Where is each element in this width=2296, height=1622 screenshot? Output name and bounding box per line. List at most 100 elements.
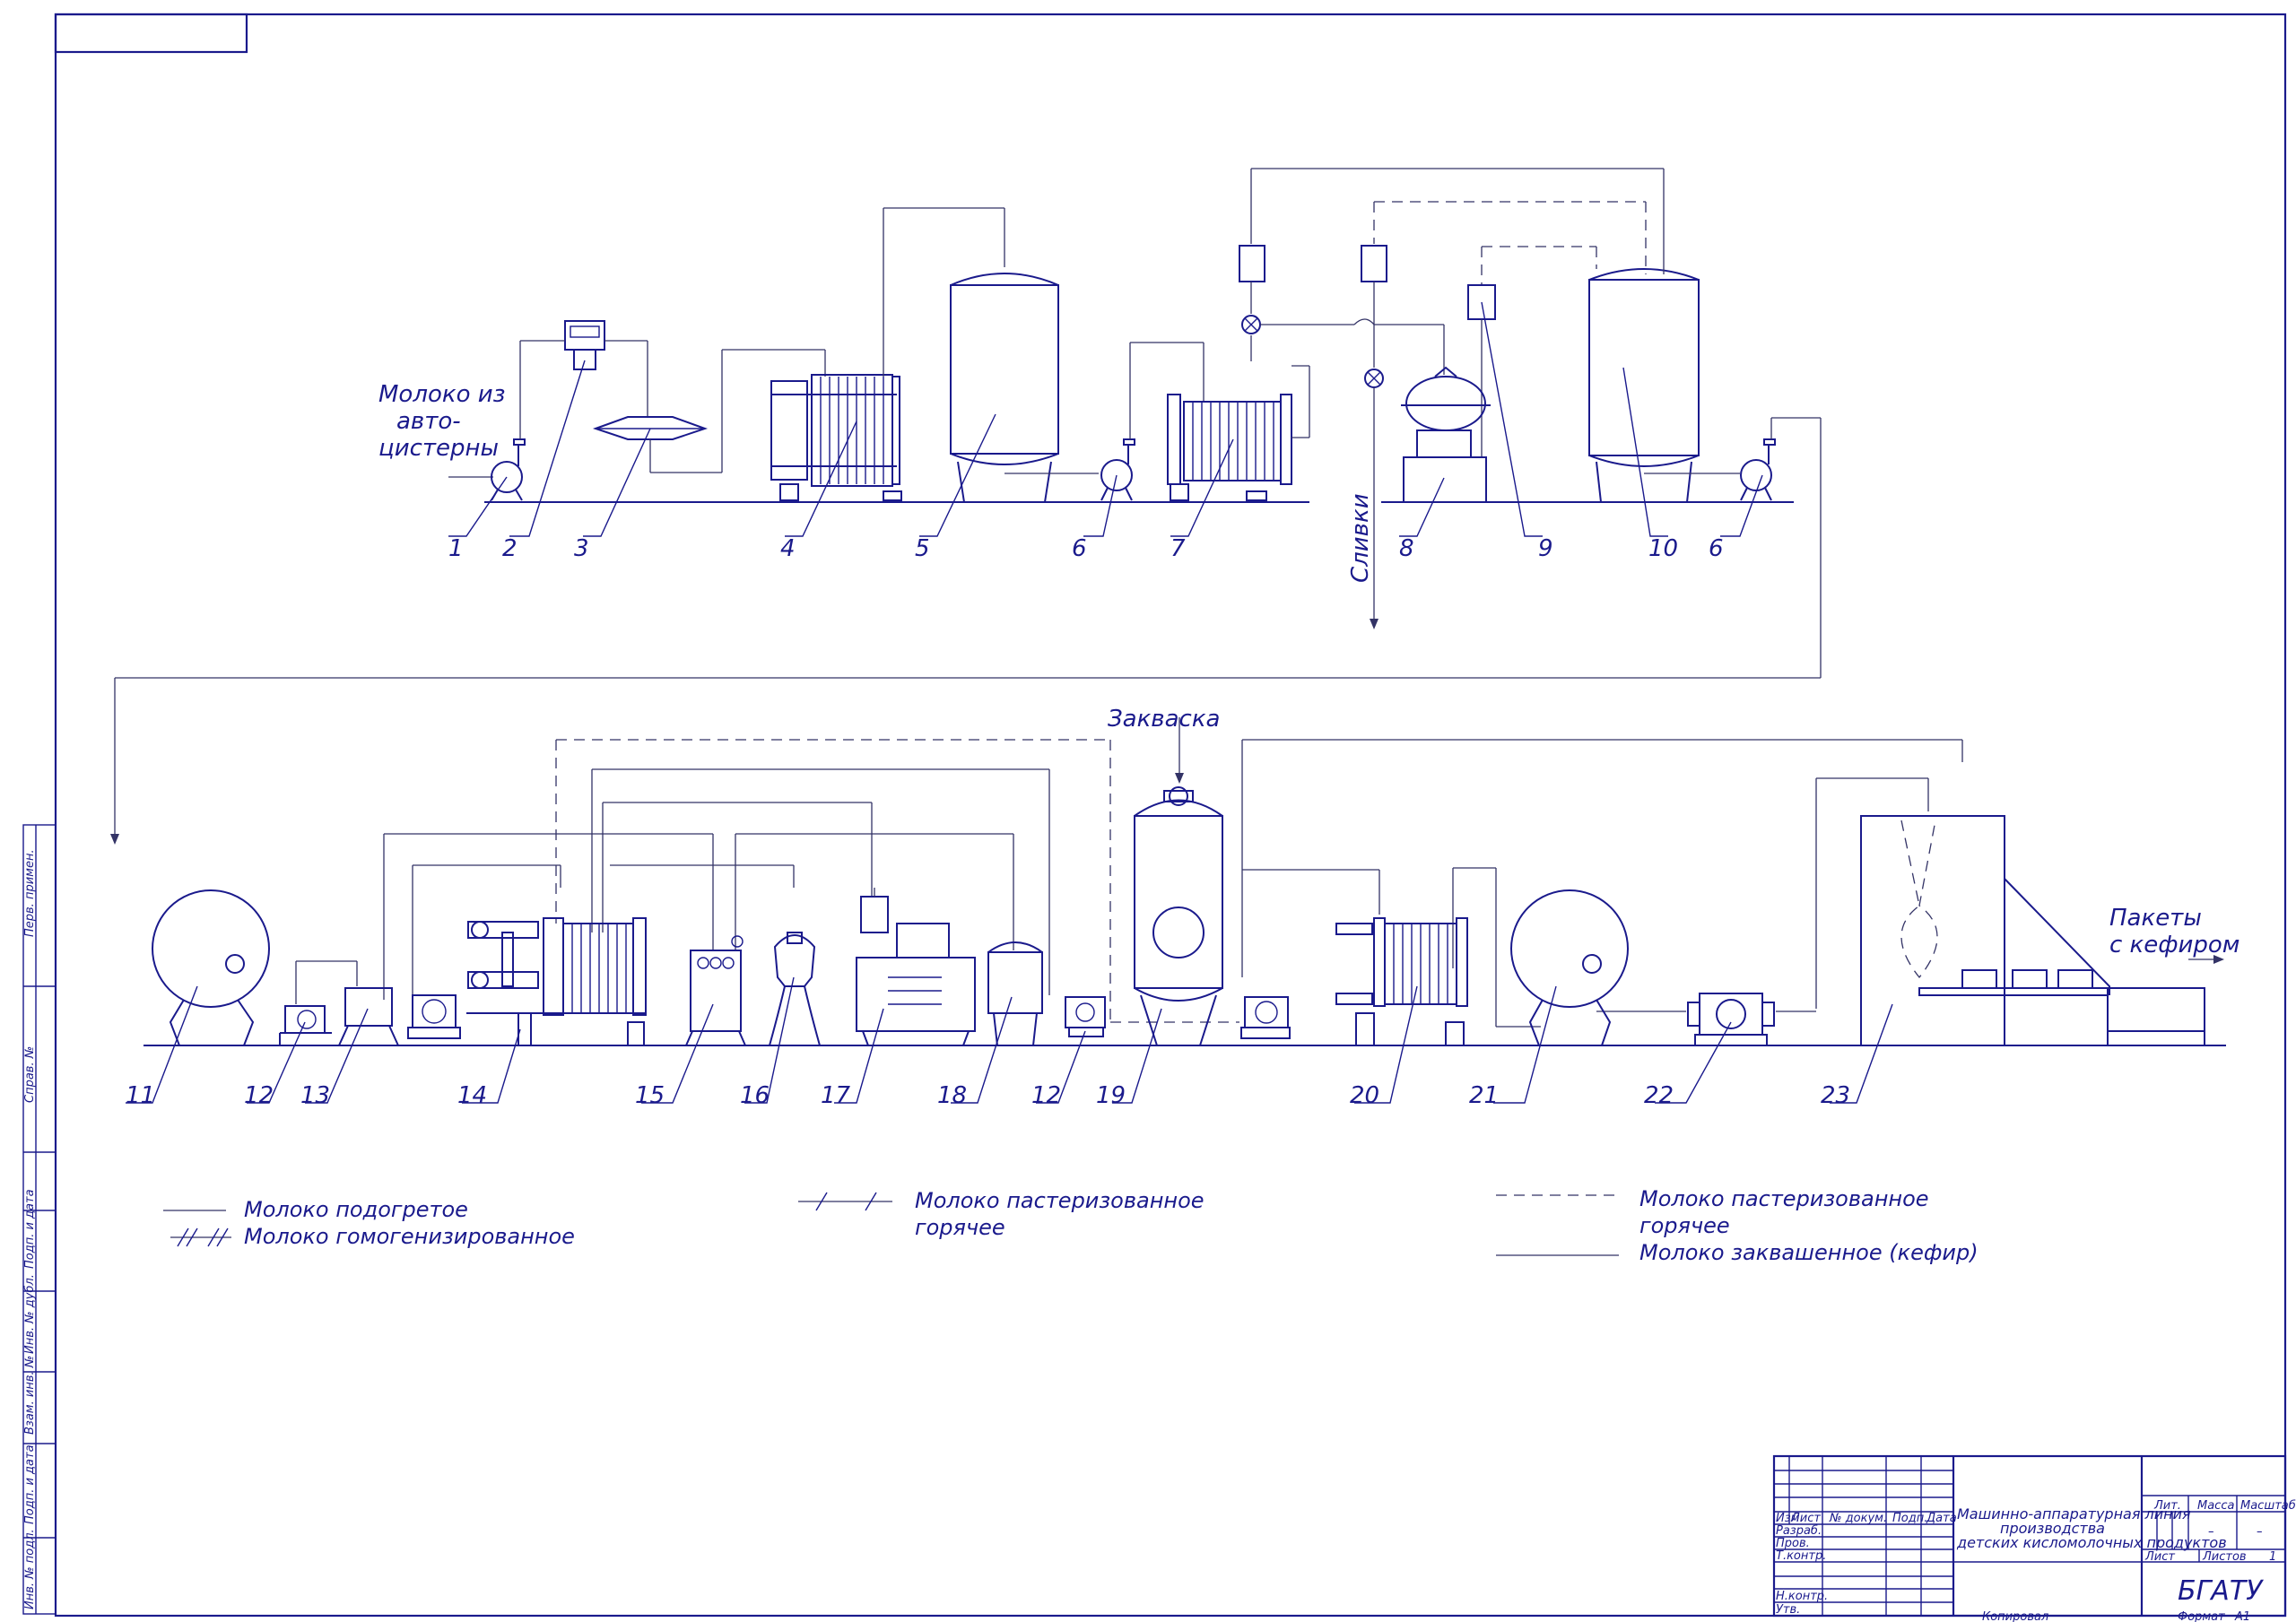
side-stamp-1: Перв. примен. (23, 849, 37, 937)
drawing-frame (54, 13, 2287, 1618)
num-14: 14 (457, 1082, 487, 1109)
separator-8 (1401, 366, 1491, 503)
legend-pasteurized-hot-1b: горячее (915, 1215, 1005, 1240)
num-13: 13 (300, 1082, 330, 1109)
flowmeter-2 (519, 320, 648, 439)
cream-label: Сливки (1347, 493, 1374, 583)
title-block (1772, 1454, 2287, 1618)
plate-exchanger-7 (1167, 365, 1310, 501)
tb-title-2: производства (2000, 1520, 2105, 1537)
tb-col-doc: № докум. (1829, 1512, 1887, 1525)
tank-13 (338, 987, 399, 1046)
side-stamp-5: Взам. инв. № (23, 1356, 37, 1435)
tb-dash-2: – (2257, 1525, 2263, 1539)
num-22: 22 (1644, 1082, 1674, 1109)
corner-stamp (54, 13, 248, 54)
legend-homogenized: Молоко гомогенизированное (244, 1224, 575, 1249)
tb-role-approve: Утв. (1776, 1603, 1800, 1617)
tb-copied: Копировал (1982, 1610, 2048, 1622)
tb-title-3: детских кисломолочных продуктов (1956, 1534, 2227, 1551)
num-16: 16 (740, 1082, 770, 1109)
side-stamp-7: Инв. № подл. (23, 1529, 37, 1609)
tb-scale: Масштаб (2240, 1499, 2296, 1513)
num-7: 7 (1170, 535, 1186, 562)
milk-source-label-3: цистерны (378, 435, 499, 462)
num-1: 1 (448, 535, 464, 562)
side-stamp-4: Инв. № дубл. (23, 1274, 37, 1354)
tb-role-check: Пров. (1776, 1537, 1810, 1550)
num-21: 21 (1469, 1082, 1499, 1109)
tank-11 (152, 889, 270, 1046)
num-20: 20 (1350, 1082, 1379, 1109)
side-stamp-2: Справ. № (23, 1046, 37, 1103)
legend (163, 1192, 1619, 1256)
side-stamp-6: Подп. и дата (23, 1444, 37, 1524)
num-4: 4 (780, 535, 796, 562)
pump-6b (110, 417, 1822, 845)
tb-title-1: Машинно-аппаратурная линия (1957, 1505, 2191, 1522)
upper-leaders (448, 301, 1763, 537)
tank-21 (1510, 889, 1629, 1046)
num-3: 3 (574, 535, 589, 562)
tb-col-date: Дата (1926, 1512, 1957, 1525)
tb-org: БГАТУ (2178, 1575, 2264, 1607)
num-11: 11 (126, 1082, 155, 1109)
legend-fermented: Молоко заквашенное (кефир) (1639, 1240, 1979, 1265)
packaging-machine-23 (1860, 815, 2224, 1046)
tank-18 (987, 941, 1043, 1046)
plate-exchanger-4 (770, 207, 1005, 501)
milk-source-label-1: Молоко из (378, 381, 505, 408)
num-17: 17 (821, 1082, 851, 1109)
pump-12b (1060, 996, 1110, 1046)
legend-pasteurized-hot-2b: горячее (1639, 1213, 1730, 1238)
legend-heated: Молоко подогретое (244, 1197, 468, 1222)
num-19: 19 (1096, 1082, 1126, 1109)
num-5: 5 (915, 535, 930, 562)
num-12b: 12 (1031, 1082, 1061, 1109)
tb-sheet: Лист (2144, 1550, 2175, 1564)
tank-5 (950, 273, 1099, 503)
num-15: 15 (635, 1082, 665, 1109)
num-10: 10 (1648, 535, 1678, 562)
tb-sheets-value: 1 (2269, 1550, 2276, 1564)
tb-lit: Лит. (2153, 1499, 2181, 1513)
tb-role-tcontrol: Т.контр. (1776, 1549, 1826, 1563)
num-2: 2 (502, 535, 517, 562)
tb-col-sign: Подп. (1892, 1512, 1927, 1525)
milk-source-label-2: авто- (396, 408, 461, 435)
lower-pipes (295, 717, 1963, 1028)
num-6: 6 (1072, 535, 1087, 562)
tb-col-izm: Изм (1776, 1512, 1800, 1525)
fermenter-19 (1134, 786, 1223, 1046)
separator-16 (768, 932, 822, 1046)
control-loop (1239, 168, 1664, 629)
num-8: 8 (1399, 535, 1414, 562)
packages-label-2: с кефиром (2109, 932, 2239, 958)
num-23: 23 (1821, 1082, 1850, 1109)
pasteurizer-14 (466, 917, 647, 1046)
tb-role-ncontrol: Н.контр. (1776, 1590, 1828, 1603)
pump-14-feed (407, 994, 461, 1039)
tb-sheets: Листов (2202, 1550, 2247, 1564)
cooler-3 (592, 349, 826, 473)
pump-12a (279, 1005, 332, 1045)
tb-format-value: А1 (2234, 1610, 2250, 1622)
tb-dash-1: – (2208, 1525, 2214, 1539)
tb-role-dev: Разраб. (1776, 1524, 1822, 1538)
num-6b: 6 (1709, 535, 1724, 562)
side-stamp: Перв. примен. Справ. № Подп. и дата Инв.… (22, 824, 57, 1615)
pump-22 (1687, 993, 1775, 1046)
tb-mass: Масса (2197, 1499, 2234, 1513)
lower-leaders (126, 976, 1893, 1104)
starter-label: Закваска (1108, 706, 1221, 733)
tank-10 (1588, 169, 1740, 503)
plate-exchanger-20 (1335, 917, 1468, 1046)
pump-19-out (1240, 996, 1291, 1039)
tb-col-list: Лист (1790, 1512, 1821, 1525)
homogenizer-15 (685, 935, 746, 1046)
num-18: 18 (937, 1082, 967, 1109)
num-12: 12 (244, 1082, 274, 1109)
legend-pasteurized-hot-1a: Молоко пастеризованное (915, 1188, 1205, 1213)
cooler-17 (856, 888, 976, 1046)
